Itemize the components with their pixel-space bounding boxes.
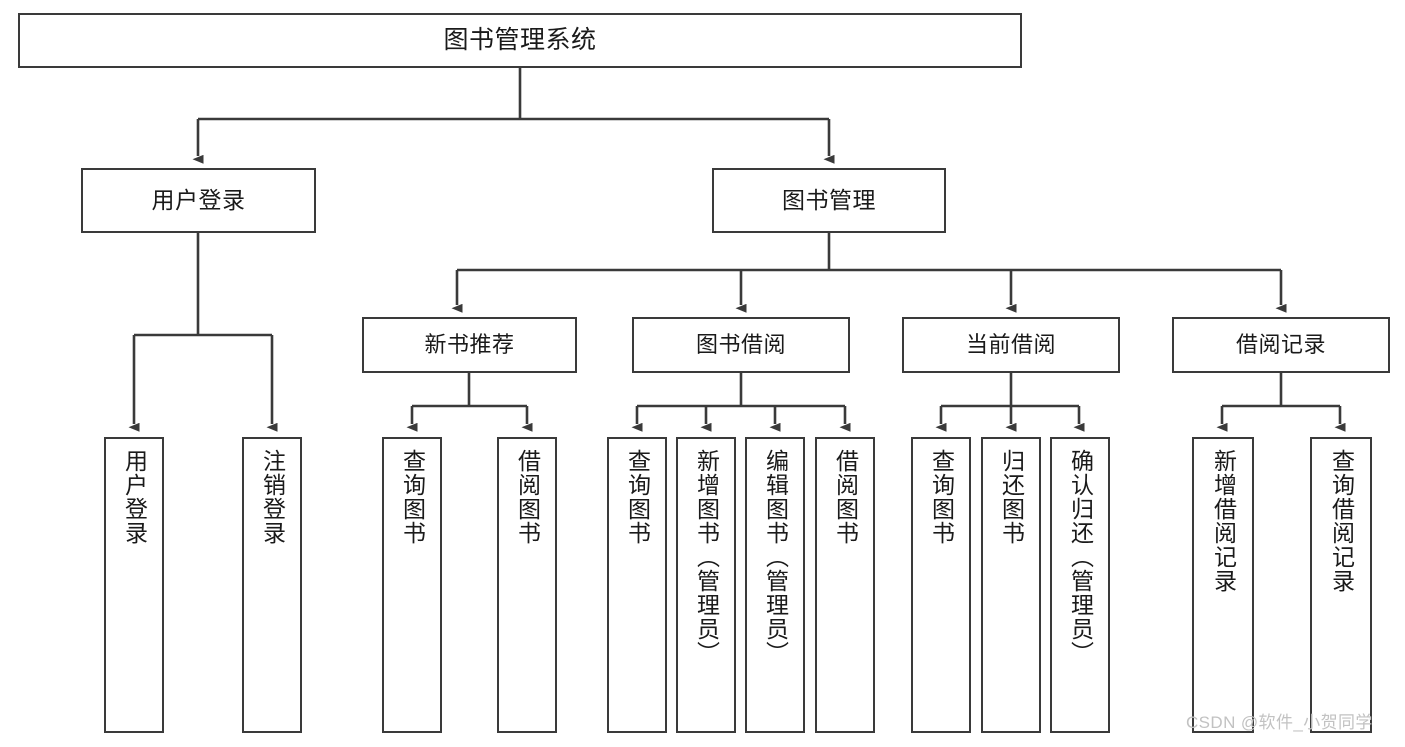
node-label: 归还图书 <box>998 449 1025 545</box>
leaf-borrow-book[interactable]: 借阅图书 <box>815 437 875 733</box>
node-label: 借阅图书 <box>832 449 859 545</box>
leaf-user-login[interactable]: 用户登录 <box>104 437 164 733</box>
leaf-query-book-recommend[interactable]: 查询图书 <box>382 437 442 733</box>
node-label: 新增图书（管理员） <box>693 449 720 665</box>
node-label: 图书借阅 <box>695 332 786 358</box>
node-label: 当前借阅 <box>965 332 1056 358</box>
node-label: 确认归还（管理员） <box>1067 449 1094 665</box>
leaf-add-borrow-record[interactable]: 新增借阅记录 <box>1192 437 1254 733</box>
csdn-watermark: CSDN @软件_小贺同学 <box>1186 713 1373 732</box>
leaf-logout[interactable]: 注销登录 <box>242 437 302 733</box>
node-root-system[interactable]: 图书管理系统 <box>18 13 1022 68</box>
node-book-management[interactable]: 图书管理 <box>712 168 946 233</box>
node-current-borrow[interactable]: 当前借阅 <box>902 317 1120 373</box>
leaf-query-book-borrow[interactable]: 查询图书 <box>607 437 667 733</box>
leaf-confirm-return-admin[interactable]: 确认归还（管理员） <box>1050 437 1110 733</box>
node-label: 查询图书 <box>624 449 651 545</box>
node-label: 编辑图书（管理员） <box>762 449 789 665</box>
node-user-login[interactable]: 用户登录 <box>81 168 316 233</box>
node-label: 用户登录 <box>151 186 246 213</box>
node-label: 图书管理 <box>782 186 876 213</box>
leaf-borrow-book-recommend[interactable]: 借阅图书 <box>497 437 557 733</box>
node-label: 新增借阅记录 <box>1210 449 1237 593</box>
node-label: 图书管理系统 <box>443 25 597 54</box>
node-label: 借阅图书 <box>514 449 541 545</box>
node-label: 注销登录 <box>259 449 286 545</box>
node-label: 新书推荐 <box>424 332 515 358</box>
leaf-return-book[interactable]: 归还图书 <box>981 437 1041 733</box>
node-book-borrow[interactable]: 图书借阅 <box>632 317 850 373</box>
node-label: 借阅记录 <box>1235 332 1326 358</box>
leaf-query-borrow-record[interactable]: 查询借阅记录 <box>1310 437 1372 733</box>
leaf-add-book-admin[interactable]: 新增图书（管理员） <box>676 437 736 733</box>
node-borrow-record[interactable]: 借阅记录 <box>1172 317 1390 373</box>
leaf-edit-book-admin[interactable]: 编辑图书（管理员） <box>745 437 805 733</box>
node-label: 查询图书 <box>399 449 426 545</box>
leaf-query-book-current[interactable]: 查询图书 <box>911 437 971 733</box>
node-label: 查询借阅记录 <box>1328 449 1355 593</box>
node-label: 用户登录 <box>121 449 148 545</box>
node-label: 查询图书 <box>928 449 955 545</box>
node-new-book-recommend[interactable]: 新书推荐 <box>362 317 577 373</box>
